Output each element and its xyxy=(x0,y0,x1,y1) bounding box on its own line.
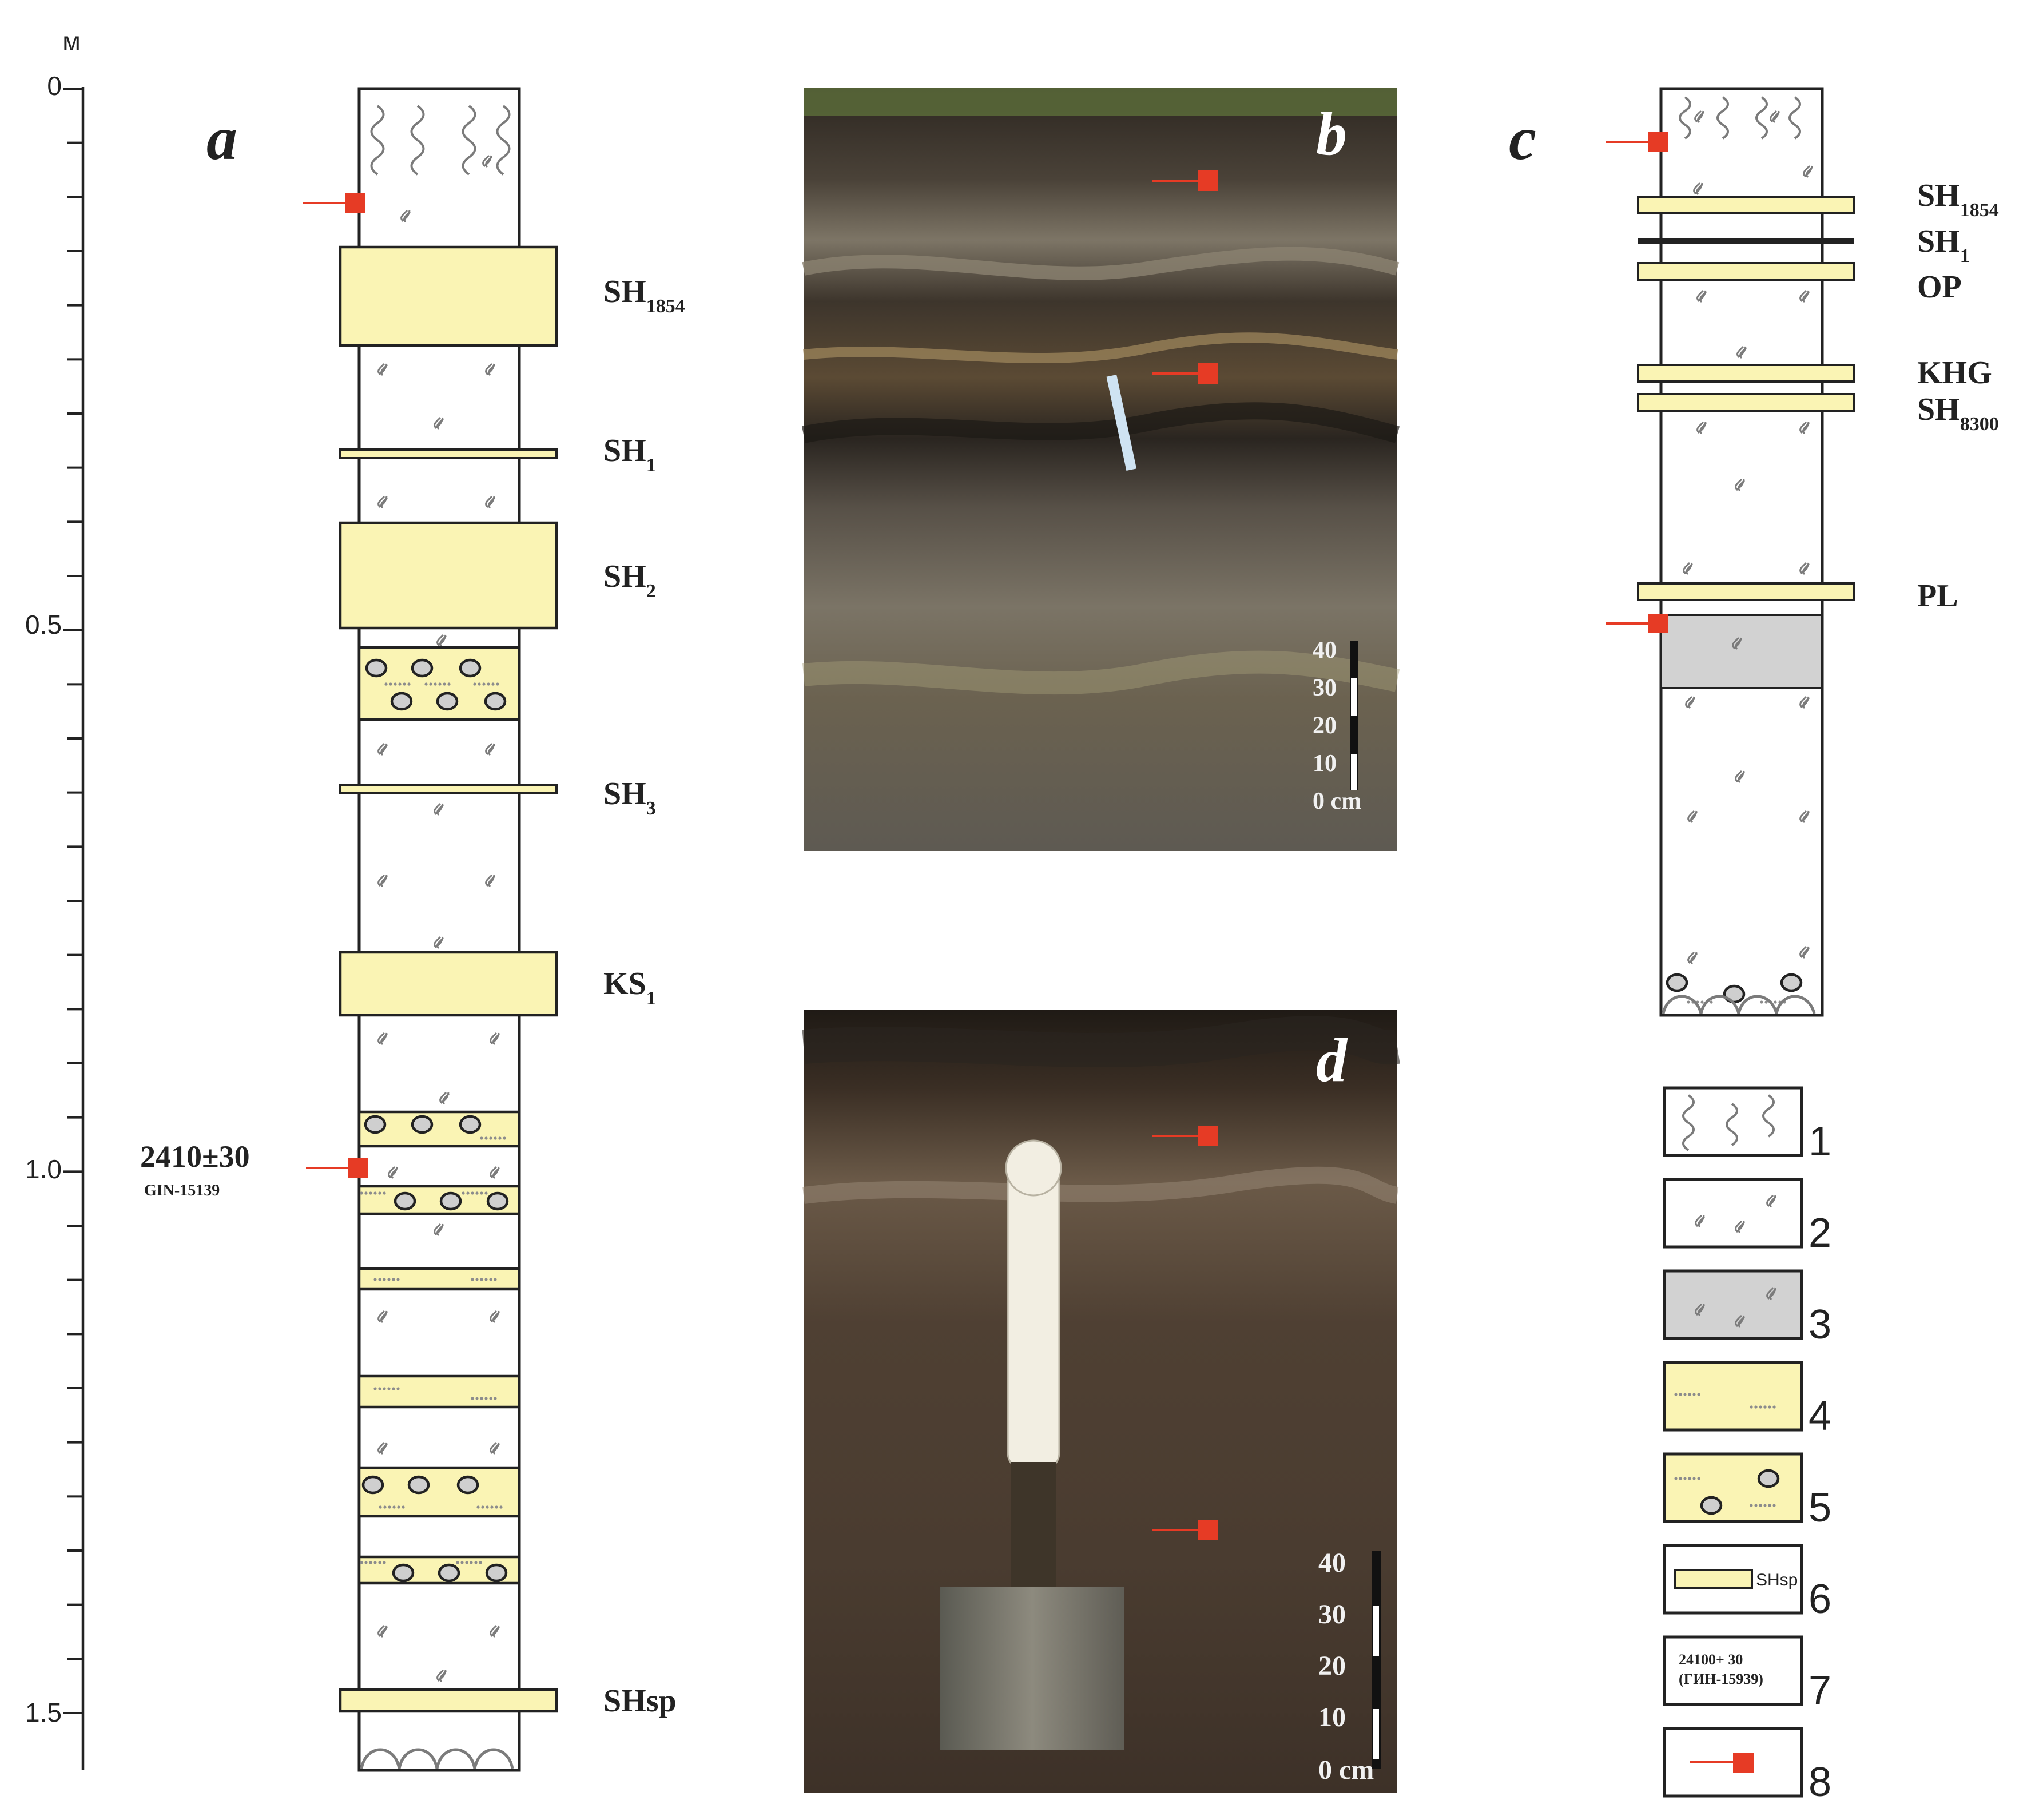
column-c-sample-marker-1 xyxy=(1606,132,1668,152)
layer-a-label-ks1: KS1 xyxy=(603,966,656,1009)
layer-c-label-pl: PL xyxy=(1917,578,1958,614)
legend-text-6: SHsp xyxy=(1756,1571,1798,1589)
photo-b-sample-marker-1 xyxy=(1152,170,1218,191)
photo-b-sample-marker-2 xyxy=(1152,363,1218,384)
layer-c-grey-soil xyxy=(1660,614,1823,689)
legend-item-7: 24100+ 30 (ГИН-15939) 7 xyxy=(1663,1635,1831,1714)
layer-a-sh2 xyxy=(339,521,558,630)
layer-c-pl xyxy=(1637,582,1855,601)
panel-label-d: d xyxy=(1316,1027,1348,1095)
layer-c-sh1 xyxy=(1638,238,1854,244)
photo-d-scale-label-40: 40 xyxy=(1318,1548,1346,1578)
legend-item-3: 3 xyxy=(1663,1269,1831,1348)
layer-a-ks1 xyxy=(339,951,558,1017)
photo-d-scale-label-20: 20 xyxy=(1318,1651,1346,1681)
photo-b-scale-label-0: 0 cm xyxy=(1313,788,1361,814)
photo-b-scale-bar: 40 30 20 10 0 cm xyxy=(1313,637,1361,814)
layer-a-sh1854 xyxy=(339,245,558,347)
layer-a-sh3 xyxy=(339,784,558,794)
layer-c-op xyxy=(1637,262,1855,281)
legend-number-1: 1 xyxy=(1809,1119,1831,1165)
photo-b-scale-label-40: 40 xyxy=(1313,637,1337,663)
legend-item-4: 4 xyxy=(1663,1361,1831,1439)
legend-item-8: 8 xyxy=(1663,1727,1831,1805)
photo-b-image xyxy=(804,88,1397,851)
layer-c-label-sh8300: SH8300 xyxy=(1917,392,1999,435)
legend-text-7b: (ГИН-15939) xyxy=(1679,1671,1763,1687)
depth-scale-ticks xyxy=(63,88,83,1714)
panel-label-a: a xyxy=(206,105,237,173)
depth-unit-label: м xyxy=(62,26,81,56)
depth-tick-label-1.5: 1.5 xyxy=(25,1698,62,1727)
layer-a-label-sh3: SH3 xyxy=(603,776,656,819)
photo-d: d 40 30 20 10 0 cm xyxy=(802,1010,1400,1793)
photo-d-sample-marker-1 xyxy=(1152,1126,1218,1146)
column-c-frame xyxy=(1659,87,1824,1017)
panel-label-c: c xyxy=(1509,105,1536,173)
legend-number-4: 4 xyxy=(1809,1393,1831,1439)
legend-text-7a: 24100+ 30 xyxy=(1679,1651,1743,1668)
photo-d-scale-bar: 40 30 20 10 0 cm xyxy=(1318,1548,1381,1785)
layer-a-sh1 xyxy=(339,448,558,459)
legend: 1 2 3 4 5 SHsp xyxy=(1663,1086,1831,1805)
layer-c-sh8300 xyxy=(1637,393,1855,412)
photo-b-scale-label-30: 30 xyxy=(1313,675,1337,701)
layer-a-label-sh2: SH2 xyxy=(603,559,656,602)
legend-number-6: 6 xyxy=(1809,1576,1831,1622)
radiocarbon-date: 2410±30 xyxy=(140,1139,250,1174)
photo-d-scale-label-30: 30 xyxy=(1318,1599,1346,1630)
legend-item-6: SHsp 6 xyxy=(1663,1544,1831,1622)
layer-c-sh1854 xyxy=(1637,196,1855,214)
legend-number-8: 8 xyxy=(1809,1759,1831,1805)
depth-tick-label-1.0: 1.0 xyxy=(25,1154,62,1184)
panel-label-b: b xyxy=(1316,100,1347,168)
depth-scale: м 0 0.5 1.0 1.5 xyxy=(25,26,85,1770)
column-c-wavy-base xyxy=(1662,995,1816,1014)
column-c-sample-marker-2 xyxy=(1606,614,1668,633)
photo-d-sample-marker-2 xyxy=(1152,1520,1218,1540)
layer-c-label-sh1854: SH1854 xyxy=(1917,178,1999,221)
legend-number-3: 3 xyxy=(1809,1302,1831,1348)
layer-c-label-op: OP xyxy=(1917,269,1962,305)
photo-b: b 40 30 20 10 0 cm xyxy=(801,88,1400,851)
photo-d-scale-label-0: 0 cm xyxy=(1318,1755,1374,1785)
column-a-sand-layers xyxy=(357,646,521,1585)
photo-d-scale-label-10: 10 xyxy=(1318,1702,1346,1732)
layer-a-label-shsp: SHsp xyxy=(603,1683,677,1719)
column-a: a xyxy=(140,87,685,1772)
legend-item-1: 1 xyxy=(1663,1086,1831,1165)
legend-item-2: 2 xyxy=(1663,1178,1831,1256)
layer-a-label-sh1: SH1 xyxy=(603,433,656,476)
column-c-root-zone xyxy=(1679,96,1801,140)
column-a-wavy-base xyxy=(360,1748,514,1769)
legend-item-5: 5 xyxy=(1663,1452,1831,1531)
legend-number-7: 7 xyxy=(1809,1668,1831,1714)
legend-number-5: 5 xyxy=(1809,1485,1831,1531)
photo-b-scale-label-10: 10 xyxy=(1313,750,1337,777)
photo-b-scale-label-20: 20 xyxy=(1313,713,1337,739)
layer-c-label-sh1: SH1 xyxy=(1917,224,1970,267)
radiocarbon-lab-code: GIN-15139 xyxy=(144,1182,220,1199)
layer-c-label-khg: KHG xyxy=(1917,355,1992,391)
layer-a-shsp xyxy=(339,1688,558,1713)
shovel xyxy=(940,1139,1124,1750)
layer-a-label-sh1854: SH1854 xyxy=(603,274,685,317)
legend-number-2: 2 xyxy=(1809,1210,1831,1256)
layer-c-khg xyxy=(1637,364,1855,383)
column-a-sample-marker-2 xyxy=(306,1158,368,1178)
depth-tick-label-0.5: 0.5 xyxy=(25,610,62,639)
depth-tick-label-0: 0 xyxy=(47,71,62,101)
column-a-sample-marker-1 xyxy=(303,193,365,213)
column-c: c xyxy=(1509,87,1999,1017)
